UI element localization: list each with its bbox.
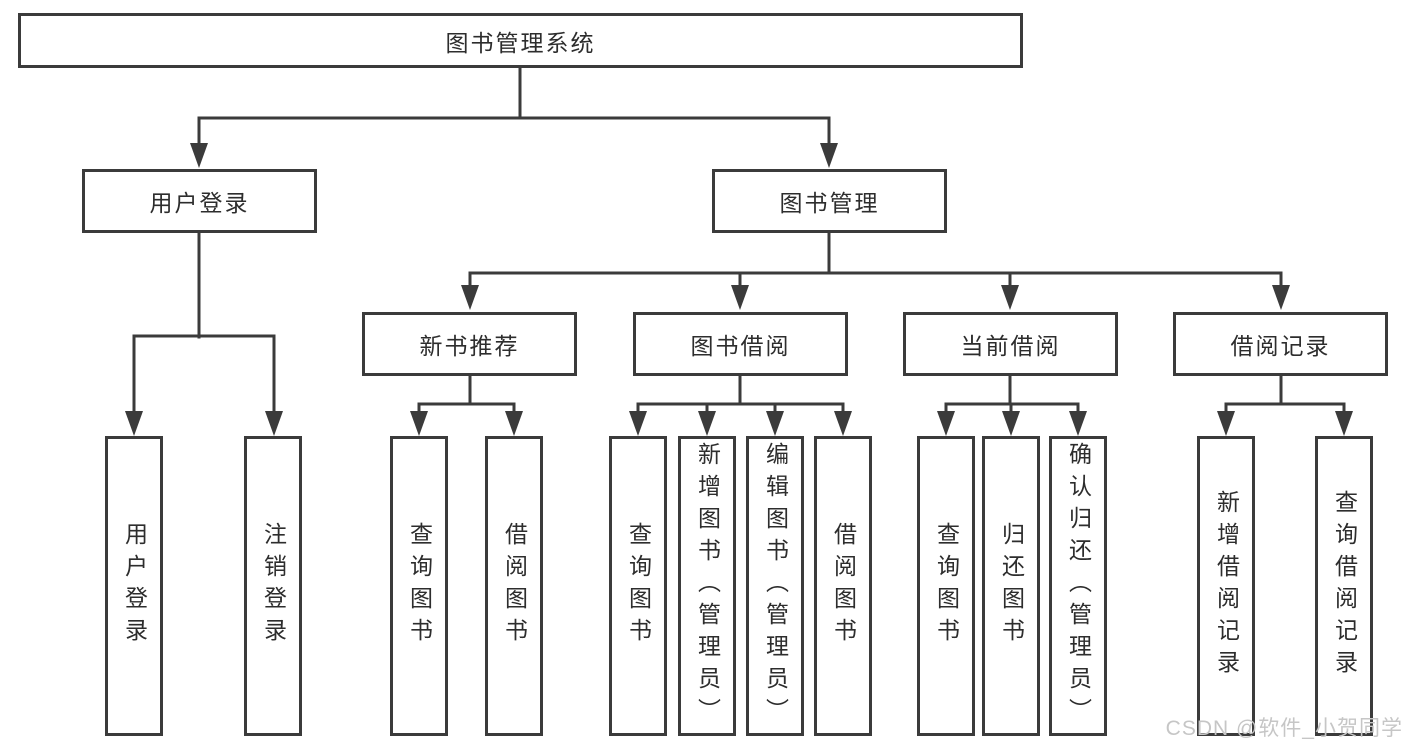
node-user-login-leaf-label: 用户登录 — [121, 522, 148, 650]
node-query-borrow-record-label: 查询借阅记录 — [1331, 490, 1358, 682]
node-borrow-books-recommend-label: 借阅图书 — [501, 522, 528, 650]
node-add-book-admin: 新增图书（管理员） — [678, 436, 736, 736]
node-query-books-current-label: 查询图书 — [933, 522, 960, 650]
node-query-books-borrow-label: 查询图书 — [625, 522, 652, 650]
node-edit-book-admin-label: 编辑图书（管理员） — [762, 442, 789, 730]
node-query-books-recommend: 查询图书 — [390, 436, 448, 736]
node-user-login: 用户登录 — [82, 169, 317, 233]
node-add-book-admin-label: 新增图书（管理员） — [694, 442, 721, 730]
node-book-borrowing-label: 图书借阅 — [690, 333, 791, 359]
node-logout: 注销登录 — [244, 436, 302, 736]
node-edit-book-admin: 编辑图书（管理员） — [746, 436, 804, 736]
csdn-watermark: CSDN @软件_小贺同学 — [1165, 717, 1403, 740]
node-current-borrowing-label: 当前借阅 — [960, 333, 1061, 359]
node-root: 图书管理系统 — [18, 13, 1023, 68]
node-logout-label: 注销登录 — [260, 522, 287, 650]
node-borrowing-records: 借阅记录 — [1173, 312, 1388, 376]
node-query-books-borrow: 查询图书 — [609, 436, 667, 736]
node-borrow-books-recommend: 借阅图书 — [485, 436, 543, 736]
node-book-management: 图书管理 — [712, 169, 947, 233]
node-book-management-label: 图书管理 — [779, 190, 880, 216]
node-add-borrow-record: 新增借阅记录 — [1197, 436, 1255, 736]
node-return-books-label: 归还图书 — [998, 522, 1025, 650]
node-root-label: 图书管理系统 — [445, 29, 596, 56]
node-return-books: 归还图书 — [982, 436, 1040, 736]
node-query-books-current: 查询图书 — [917, 436, 975, 736]
node-new-book-recommendation-label: 新书推荐 — [419, 333, 520, 359]
node-new-book-recommendation: 新书推荐 — [362, 312, 577, 376]
node-book-borrowing: 图书借阅 — [633, 312, 848, 376]
node-add-borrow-record-label: 新增借阅记录 — [1213, 490, 1240, 682]
node-query-books-recommend-label: 查询图书 — [406, 522, 433, 650]
node-borrowing-records-label: 借阅记录 — [1230, 333, 1331, 359]
node-current-borrowing: 当前借阅 — [903, 312, 1118, 376]
node-confirm-return-admin-label: 确认归还（管理员） — [1065, 442, 1092, 730]
node-borrow-books-borrow: 借阅图书 — [814, 436, 872, 736]
node-borrow-books-borrow-label: 借阅图书 — [830, 522, 857, 650]
node-user-login-leaf: 用户登录 — [105, 436, 163, 736]
node-query-borrow-record: 查询借阅记录 — [1315, 436, 1373, 736]
node-user-login-label: 用户登录 — [149, 190, 250, 216]
node-confirm-return-admin: 确认归还（管理员） — [1049, 436, 1107, 736]
